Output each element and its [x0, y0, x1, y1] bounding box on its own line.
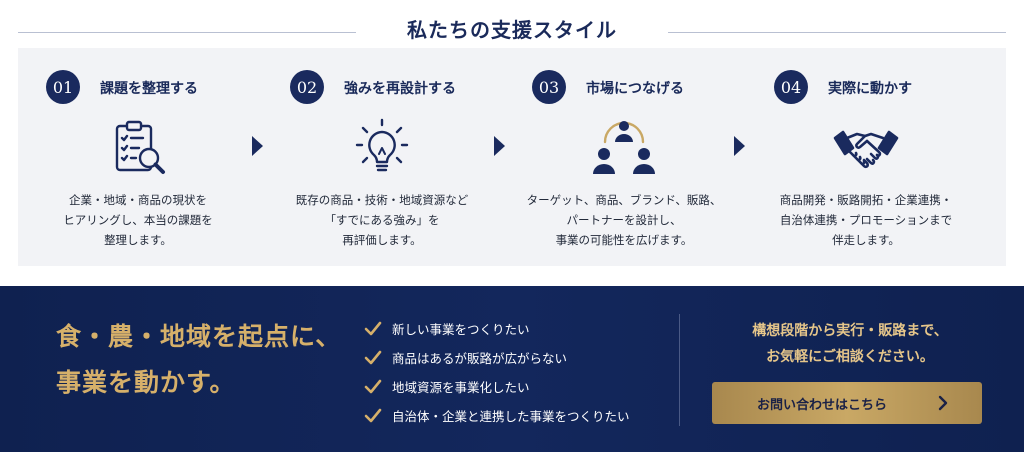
chevron-right-icon: [938, 395, 948, 411]
cta-message-line: お気軽にご相談ください。: [766, 349, 934, 365]
section-title: 私たちの支援スタイル: [407, 18, 617, 42]
checklist-text: 自治体・企業と連携した事業をつくりたい: [392, 409, 630, 424]
desc-line: 「すでにある強み」を: [324, 213, 440, 227]
desc-line: 整理します。: [104, 233, 172, 247]
desc-line: パートナーを設計し、: [566, 213, 682, 227]
contact-button-label: お問い合わせはこちら: [756, 398, 887, 413]
step-number-badge: 04: [774, 70, 808, 104]
lightbulb-icon: [262, 116, 502, 182]
check-icon: [364, 321, 382, 335]
step-title: 実際に動かす: [828, 81, 912, 97]
check-icon: [364, 379, 382, 393]
check-icon: [364, 350, 382, 364]
step-number-badge: 02: [290, 70, 324, 104]
desc-line: 自治体連携・プロモーションまで: [779, 213, 953, 227]
step-title: 市場につなげる: [586, 81, 684, 97]
step-description: 商品開発・販路開拓・企業連携・ 自治体連携・プロモーションまで 伴走します。: [746, 190, 986, 250]
section-heading: 私たちの支援スタイル: [18, 12, 1006, 48]
clipboard-search-icon: [18, 116, 258, 182]
desc-line: 既存の商品・技術・地域資源など: [295, 193, 469, 207]
needs-checklist: 新しい事業をつくりたい 商品はあるが販路が広がらない 地域資源を事業化したい 自…: [364, 314, 630, 430]
checklist-text: 新しい事業をつくりたい: [392, 322, 530, 337]
checklist-item: 商品はあるが販路が広がらない: [364, 343, 630, 372]
desc-line: ターゲット、商品、ブランド、販路、: [526, 193, 722, 207]
desc-line: 再評価します。: [342, 233, 422, 247]
tagline-line: 食・農・地域を起点に、: [56, 322, 342, 351]
heading-rule-right: [668, 32, 1006, 33]
people-network-icon: [504, 116, 744, 182]
step-1: 01 課題を整理する 企業・地域・商品の現状を ヒアリングし、本当の課題を 整理…: [18, 48, 258, 266]
step-number-badge: 01: [46, 70, 80, 104]
cta-message: 構想段階から実行・販路まで、 お気軽にご相談ください。: [700, 318, 1000, 370]
step-arrow-icon: [252, 136, 263, 156]
desc-line: 商品開発・販路開拓・企業連携・: [779, 193, 953, 207]
tagline: 食・農・地域を起点に、 事業を動かす。: [56, 314, 341, 406]
step-title: 課題を整理する: [100, 81, 198, 97]
cta-band: 食・農・地域を起点に、 事業を動かす。 新しい事業をつくりたい 商品はあるが販路…: [0, 286, 1024, 452]
step-description: 企業・地域・商品の現状を ヒアリングし、本当の課題を 整理します。: [18, 190, 258, 250]
step-description: ターゲット、商品、ブランド、販路、 パートナーを設計し、 事業の可能性を広げます…: [504, 190, 744, 250]
step-arrow-icon: [734, 136, 745, 156]
checklist-item: 新しい事業をつくりたい: [364, 314, 630, 343]
step-arrow-icon: [494, 136, 505, 156]
cta-message-line: 構想段階から実行・販路まで、: [752, 323, 948, 339]
step-description: 既存の商品・技術・地域資源など 「すでにある強み」を 再評価します。: [262, 190, 502, 250]
step-title: 強みを再設計する: [344, 81, 456, 97]
contact-button[interactable]: お問い合わせはこちら: [712, 382, 982, 424]
checklist-item: 自治体・企業と連携した事業をつくりたい: [364, 401, 630, 430]
checklist-item: 地域資源を事業化したい: [364, 372, 630, 401]
check-icon: [364, 408, 382, 422]
handshake-icon: [746, 116, 986, 182]
vertical-divider: [679, 314, 680, 426]
desc-line: 伴走します。: [832, 233, 900, 247]
step-3: 03 市場につなげる ターゲット、商品、ブランド、販路、 パートナーを設計し、 …: [504, 48, 744, 266]
checklist-text: 地域資源を事業化したい: [392, 380, 530, 395]
checklist-text: 商品はあるが販路が広がらない: [392, 351, 568, 366]
desc-line: 企業・地域・商品の現状を: [69, 193, 207, 207]
desc-line: ヒアリングし、本当の課題を: [63, 213, 213, 227]
step-4: 04 実際に動かす 商品開発・販路開拓・企業連携・ 自治体連携・プロモーションま…: [746, 48, 986, 266]
heading-rule-left: [18, 32, 356, 33]
tagline-line: 事業を動かす。: [56, 368, 236, 397]
support-steps-panel: 01 課題を整理する 企業・地域・商品の現状を ヒアリングし、本当の課題を 整理…: [18, 48, 1006, 266]
step-number-badge: 03: [532, 70, 566, 104]
step-2: 02 強みを再設計する 既存の商品・技術・地域資源など 「すでにある強み」を 再…: [262, 48, 502, 266]
desc-line: 事業の可能性を広げます。: [555, 233, 693, 247]
